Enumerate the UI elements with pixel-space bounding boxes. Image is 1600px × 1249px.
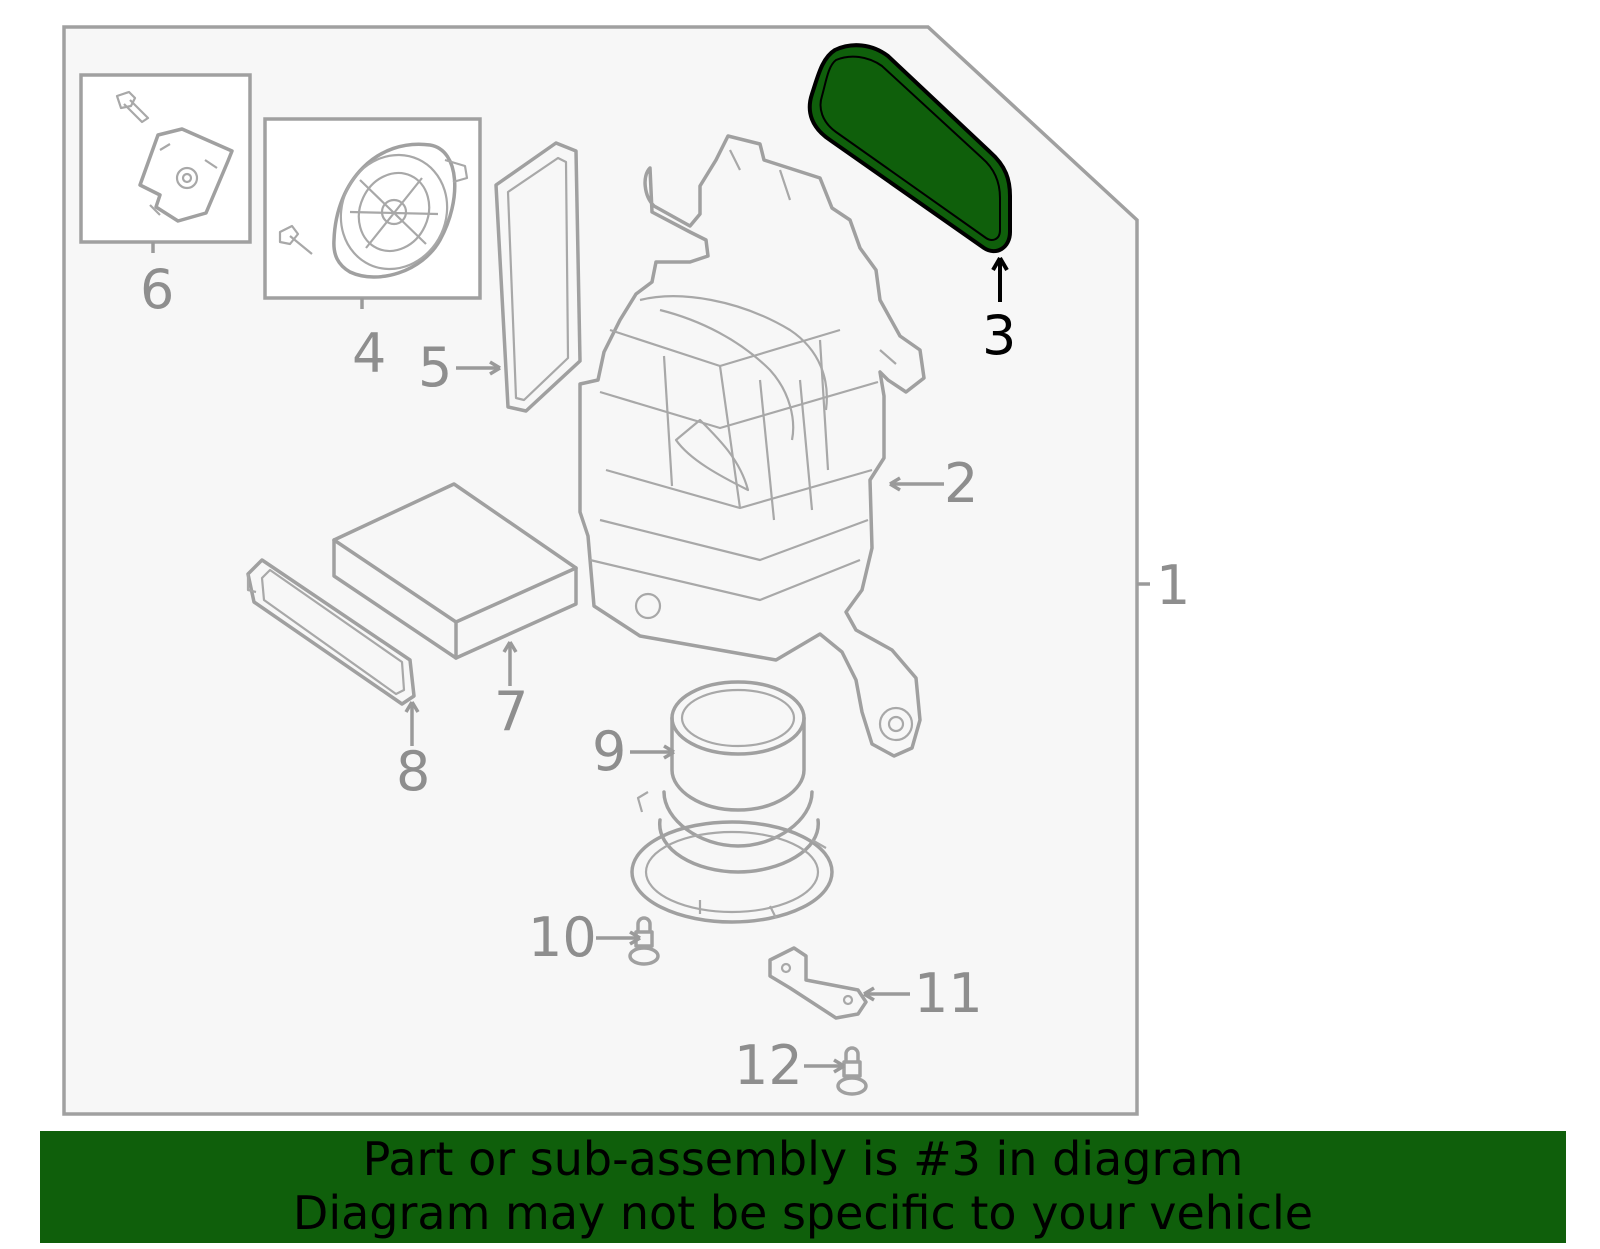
callout-8[interactable]: 8 — [396, 740, 430, 803]
part-5-seal[interactable] — [494, 141, 582, 413]
part-6-actuator[interactable] — [79, 73, 252, 253]
part-7-cabin-filter[interactable] — [332, 482, 578, 660]
callout-6[interactable]: 6 — [140, 258, 174, 321]
callout-5[interactable]: 5 — [418, 336, 452, 399]
callout-7[interactable]: 7 — [494, 680, 528, 743]
banner-line-2: Diagram may not be specific to your vehi… — [292, 1186, 1314, 1240]
callout-12[interactable]: 12 — [734, 1034, 803, 1097]
banner-line-1: Part or sub-assembly is #3 in diagram — [362, 1132, 1244, 1186]
part-12-bolt[interactable] — [836, 1046, 868, 1096]
callout-9[interactable]: 9 — [592, 720, 626, 783]
callout-3[interactable]: 3 — [982, 304, 1016, 367]
part-11-bracket[interactable] — [768, 946, 868, 1020]
callout-1[interactable]: 1 — [1156, 554, 1190, 617]
callout-2[interactable]: 2 — [944, 452, 978, 515]
callout-10[interactable]: 10 — [528, 906, 597, 969]
part-3-highlighted-seal[interactable] — [807, 43, 1012, 254]
part-8-filter-cover[interactable] — [246, 558, 416, 706]
part-9-blower-motor[interactable] — [630, 680, 834, 924]
info-banner: Part or sub-assembly is #3 in diagram Di… — [40, 1131, 1566, 1243]
part-4-servo[interactable] — [263, 117, 482, 309]
part-2-housing[interactable] — [578, 134, 926, 758]
callout-leaders — [404, 256, 1150, 1074]
callout-labels: 1 2 3 4 5 6 7 8 9 10 11 12 — [140, 258, 1190, 1097]
callout-4[interactable]: 4 — [352, 322, 386, 385]
callout-11[interactable]: 11 — [914, 962, 983, 1025]
